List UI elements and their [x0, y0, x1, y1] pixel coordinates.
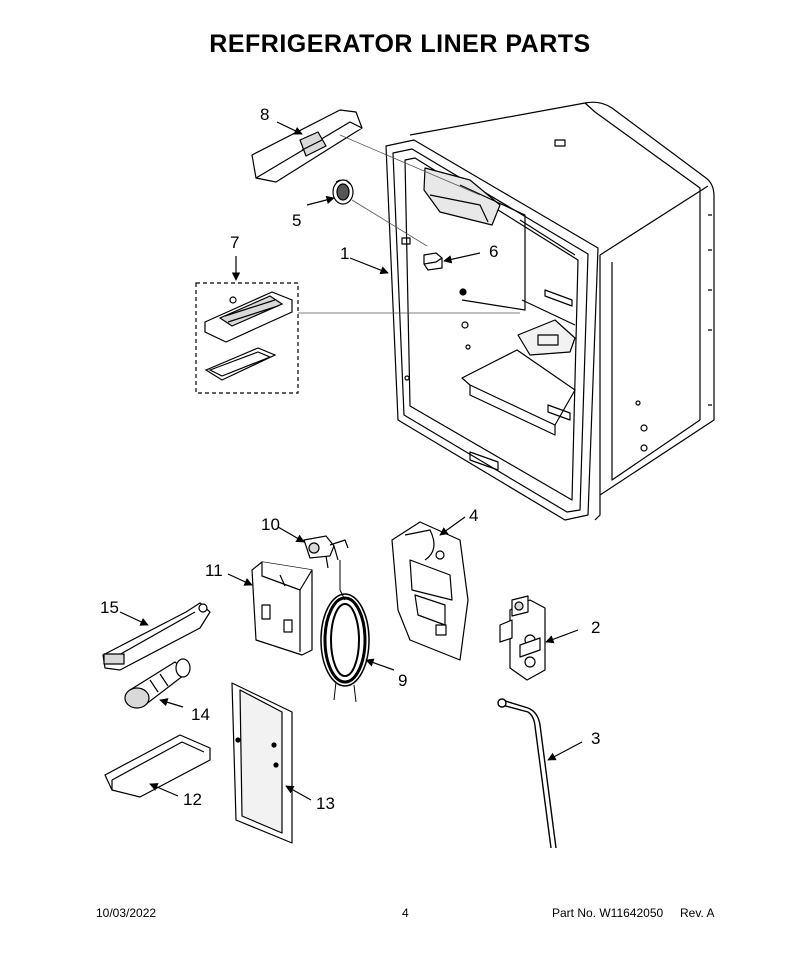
page-title: REFRIGERATOR LINER PARTS	[209, 30, 591, 58]
control-housing-part-4	[391, 521, 469, 661]
knob-part-5	[332, 179, 354, 205]
footer-date: 10/03/2022	[96, 906, 157, 920]
callout-6: 6	[489, 242, 499, 261]
callout-15: 15	[100, 598, 119, 617]
callout-13: 13	[316, 794, 335, 813]
bracket-part-6	[423, 252, 443, 271]
housing-part-11	[251, 561, 313, 656]
callout-7: 7	[230, 233, 240, 252]
callout-8: 8	[260, 105, 270, 124]
callout-1: 1	[340, 244, 350, 263]
callout-11: 11	[205, 561, 223, 580]
footer-page-number: 4	[402, 906, 409, 920]
liner-part-1	[385, 101, 715, 521]
reference-lines	[298, 134, 520, 314]
callout-5: 5	[292, 211, 302, 230]
water-tube-part-3	[497, 698, 557, 849]
callout-10: 10	[261, 515, 280, 534]
light-assembly-part-7	[195, 282, 299, 394]
chute-part-15	[102, 602, 211, 671]
tray-part-12	[104, 734, 211, 798]
callout-12: 12	[183, 790, 202, 809]
callout-2: 2	[591, 618, 601, 637]
callout-9: 9	[398, 671, 408, 690]
filter-part-14	[124, 658, 191, 709]
callout-4: 4	[469, 506, 479, 525]
footer-revision: Rev. A	[680, 906, 715, 920]
heater-coil-part-9	[320, 560, 370, 703]
water-valve-part-2	[499, 595, 546, 681]
callout-3: 3	[591, 729, 601, 748]
footer-part-number: Part No. W11642050	[552, 906, 664, 920]
channel-part-13	[231, 682, 293, 844]
sensor-part-10	[303, 535, 349, 569]
callout-14: 14	[191, 705, 210, 724]
callout-arrows	[119, 121, 583, 801]
duct-cover-part-8	[251, 109, 363, 183]
